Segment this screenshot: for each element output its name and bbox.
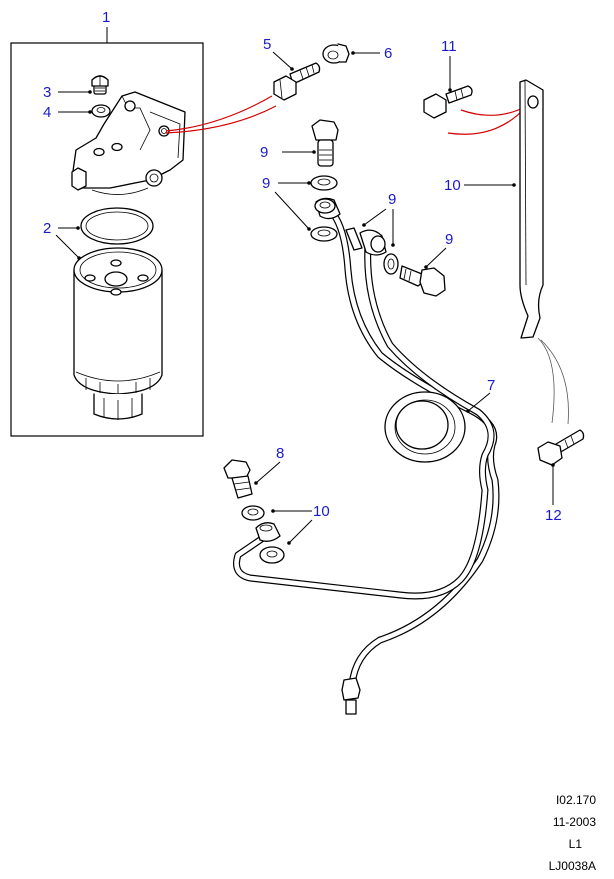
mounting-nut [322,43,350,64]
footer-code: LJ0038A [548,859,596,873]
callout-9a[interactable]: 9 [262,175,270,192]
filter-element [73,247,163,420]
callout-3[interactable]: 3 [43,84,51,101]
mounting-bracket [519,79,544,339]
footer-reference: I02.170 [555,793,596,807]
callout-10a[interactable]: 9 [260,144,268,161]
bleed-screw [91,75,109,95]
filter-assembly-group: 1 3 [10,9,204,437]
filter-seal-ring [80,207,154,245]
callout-12[interactable]: 10 [444,177,461,194]
filter-head [71,91,186,195]
connector-line-bracket-lower [537,337,555,424]
callout-8[interactable]: 8 [276,445,284,462]
footer-date: 11-2003 [552,815,596,829]
sealing-washers-side [383,253,399,275]
callout-13[interactable]: 11 [441,38,457,55]
callout-2[interactable]: 2 [43,220,51,237]
footer-info: I02.170 11-2003 L1 LJ0038A [549,794,596,872]
sealing-washers-upper [310,175,338,242]
callout-11[interactable]: 10 [313,503,330,520]
callout-6[interactable]: 6 [384,45,392,62]
callout-4[interactable]: 4 [43,104,51,121]
callout-10b[interactable]: 9 [445,231,453,248]
connector-line-head-2 [165,105,277,134]
callout-9b[interactable]: 9 [388,191,396,208]
sealing-washers-lower [241,505,285,564]
callout-7[interactable]: 7 [487,377,495,394]
bleed-screw-washer [91,104,111,118]
callout-5[interactable]: 5 [263,36,271,53]
banjo-bolt-side [399,265,446,297]
filter-mounting-bolt [273,62,321,101]
banjo-bolt-lower [223,459,253,499]
connector-line-head [165,95,273,132]
fuel-pipe [233,197,500,715]
bracket-bolt-lower [537,429,585,466]
connector-line-bracket-2 [447,107,526,135]
bracket-bolt-upper [423,85,473,119]
connector-line-bracket [460,106,526,116]
connector-line-bracket-lower-2 [540,339,569,425]
banjo-bolt-upper [311,119,339,167]
callout-14[interactable]: 12 [545,507,562,524]
footer-level: L1 [568,837,582,851]
callout-1[interactable]: 1 [102,9,110,26]
